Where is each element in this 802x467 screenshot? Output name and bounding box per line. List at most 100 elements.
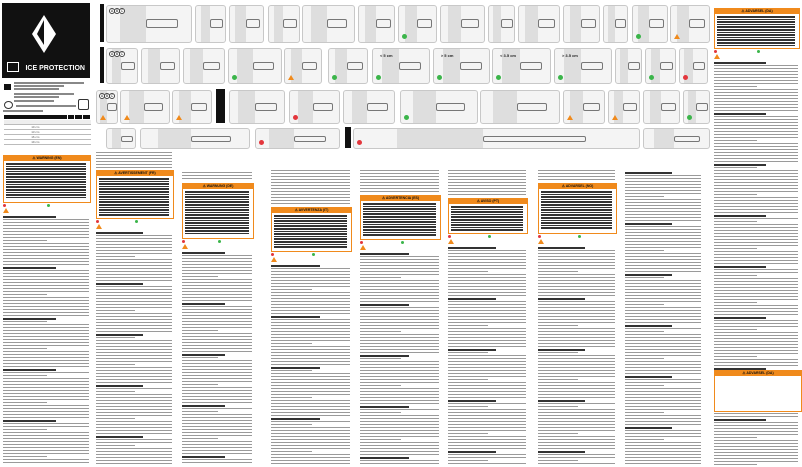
text-line (3, 429, 47, 431)
text-line (448, 191, 526, 193)
ice-screw-sketch (159, 61, 176, 71)
illustration-panel: < 3.5 cm (492, 48, 551, 84)
text-line (96, 424, 172, 426)
text-line (182, 294, 252, 296)
section-heading (448, 400, 496, 402)
prohibited-circle-icon (271, 253, 274, 256)
text-line (625, 322, 701, 324)
text-line (3, 225, 89, 227)
text-line (714, 203, 798, 205)
text-line (625, 382, 701, 384)
text-line (182, 285, 252, 287)
warning-text-line (185, 230, 249, 232)
text-line (360, 182, 439, 184)
section-heading (714, 215, 766, 217)
text-line (714, 308, 798, 310)
text-line (360, 442, 439, 444)
text-line (271, 298, 350, 300)
ice-screw-sketch (580, 19, 596, 29)
text-line (96, 161, 172, 163)
text-line (3, 237, 89, 239)
text-line (448, 271, 488, 273)
text-line (625, 235, 701, 237)
text-line (182, 276, 218, 278)
text-line (538, 325, 578, 327)
text-line (271, 397, 312, 399)
text-line (714, 362, 798, 364)
text-line (538, 301, 615, 303)
warning-box: ⚠ ADVERTENCIA (ES) (360, 195, 441, 240)
text-line (271, 295, 350, 297)
text-line (714, 422, 798, 424)
warning-text-line (717, 26, 795, 28)
warning-text-line (274, 217, 347, 220)
section-heading (625, 274, 672, 276)
ice-wall (235, 6, 246, 42)
warning-title: ⚠ AVISO (PT) (449, 199, 527, 204)
text-line (448, 454, 526, 456)
text-line (538, 367, 615, 369)
text-line (96, 295, 172, 297)
text-line (714, 140, 757, 142)
text-line (182, 273, 252, 275)
text-line (3, 393, 89, 395)
ice-wall (111, 49, 122, 83)
text-line (360, 173, 439, 175)
text-line (3, 285, 89, 287)
text-line (182, 411, 218, 413)
text-line (3, 246, 89, 248)
text-line (360, 176, 439, 178)
text-line (714, 101, 798, 103)
text-line (625, 205, 701, 207)
text-line (182, 435, 252, 437)
text-line (182, 399, 252, 401)
text-line (3, 252, 89, 254)
text-line (3, 399, 89, 401)
warning-text-line (717, 34, 795, 36)
text-line (96, 418, 135, 420)
text-line (714, 125, 798, 127)
text-line (3, 411, 89, 413)
illustration-panel (284, 48, 322, 84)
warning-text-line (717, 16, 795, 18)
warning-box: ⚠ AVISO (PT) (448, 198, 528, 234)
section-heading (538, 298, 586, 300)
text-line (360, 271, 439, 273)
text-line (448, 274, 526, 276)
text-line (96, 367, 172, 369)
warning-triangle-icon (714, 54, 720, 59)
text-line (271, 328, 350, 330)
section-heading (3, 216, 56, 218)
warning-text-line (541, 227, 612, 229)
text-line (271, 170, 350, 172)
text-line (538, 388, 615, 390)
text-line (538, 253, 615, 255)
text-line (3, 432, 89, 434)
text-line (714, 272, 798, 274)
text-line (96, 158, 172, 160)
text-line (538, 421, 615, 423)
warning-text-line (99, 209, 169, 211)
text-line (714, 353, 798, 355)
text-line (448, 322, 526, 324)
text-line (360, 259, 439, 261)
text-line (182, 175, 252, 177)
illustration-panel (183, 48, 225, 84)
text-line (625, 301, 701, 303)
ice-screw-sketch (367, 102, 388, 111)
ice-wall (200, 6, 210, 42)
text-line (271, 194, 350, 196)
text-line (182, 459, 252, 461)
check-circle-icon (232, 75, 237, 80)
text-line (448, 379, 488, 381)
text-line (538, 427, 615, 429)
text-line (714, 341, 798, 343)
text-line (96, 319, 172, 321)
text-line (96, 463, 172, 465)
illustration-panel (268, 5, 300, 43)
section-heading (182, 405, 226, 407)
warning-text-line (185, 222, 249, 224)
text-line (182, 321, 252, 323)
ice-wall (297, 91, 313, 123)
text-line (96, 238, 172, 240)
